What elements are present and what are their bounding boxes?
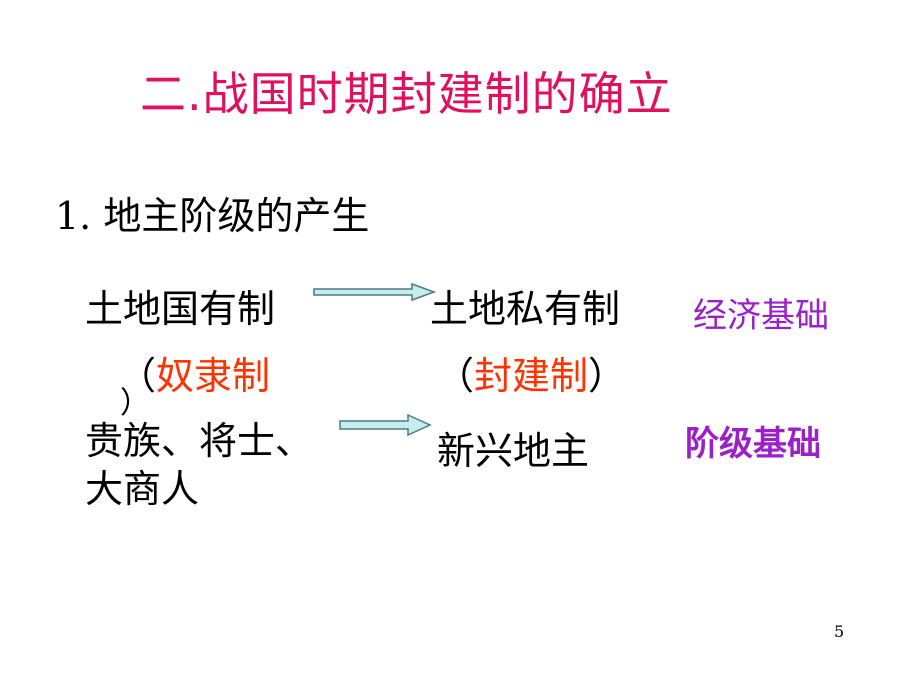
open-paren: （ xyxy=(436,354,475,398)
big-merchants-line: 大商人 xyxy=(85,467,200,511)
open-paren: （ xyxy=(118,354,157,398)
section-heading-text: 地主阶级的产生 xyxy=(103,194,370,238)
arrow-right-icon xyxy=(339,413,432,437)
land-private-ownership: 土地私有制 xyxy=(430,287,621,331)
arrow-right-icon xyxy=(313,282,437,302)
slavery-note: （奴隶制 xyxy=(118,345,270,400)
new-landlords: 新兴地主 xyxy=(437,429,590,473)
land-state-ownership: 土地国有制 xyxy=(85,287,276,331)
class-basis-label: 阶级基础 xyxy=(685,424,821,464)
economic-basis-label: 经济基础 xyxy=(693,296,829,336)
close-paren: ） xyxy=(588,354,627,398)
page-number: 5 xyxy=(834,622,845,641)
feudalism-note: （封建制） xyxy=(436,345,626,400)
section-heading: 1. 地主阶级的产生 xyxy=(55,185,369,240)
section-number: 1. xyxy=(55,194,92,238)
feudalism-text: 封建制 xyxy=(474,354,589,398)
nobles-generals-line: 贵族、将士、 xyxy=(85,419,314,463)
slide-title: 二.战国时期封建制的确立 xyxy=(140,67,673,121)
slavery-text: 奴隶制 xyxy=(156,354,271,398)
slavery-close-paren: ） xyxy=(120,386,150,421)
